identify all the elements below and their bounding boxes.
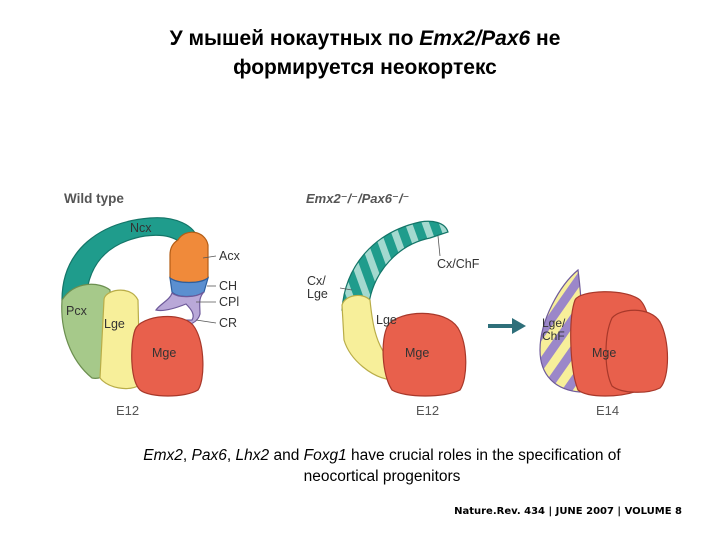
transition-arrow	[488, 318, 526, 334]
title-gene-names: Emx2/Pax6	[419, 27, 531, 50]
label-pcx: Pcx	[66, 304, 88, 318]
label-lge-chf-line2: ChF	[542, 329, 565, 343]
stage-label-ko-e12: E12	[416, 403, 439, 418]
caption: Emx2, Pax6, Lhx2 and Foxg1 have crucial …	[62, 445, 702, 487]
title-text-1: У мышей нокаутных по	[169, 27, 420, 50]
cx-chf-striped-region	[341, 220, 449, 311]
label-mge-e14: Mge	[592, 346, 616, 360]
caption-sep-4: have crucial roles in the specification …	[346, 447, 621, 464]
label-lge-ko: Lge	[376, 313, 397, 327]
caption-gene-3: Lhx2	[235, 447, 270, 464]
knockout-e12-panel: Emx2⁻/⁻/Pax6⁻/⁻ Cx/ChF Cx/ Lge Lge Mge E…	[306, 191, 480, 418]
caption-sep-2: ,	[226, 447, 236, 464]
slide-title: У мышей нокаутных по Emx2/Pax6 не формир…	[100, 24, 630, 82]
wild-type-heading: Wild type	[64, 191, 124, 206]
label-cpl: CPl	[219, 295, 239, 309]
caption-gene-4: Foxg1	[303, 447, 347, 464]
caption-line-2: neocortical progenitors	[303, 468, 461, 485]
knockout-heading: Emx2⁻/⁻/Pax6⁻/⁻	[306, 191, 409, 206]
label-cx-lge-line1: Cx/	[307, 274, 326, 288]
mge-region-ko	[382, 312, 467, 397]
label-cx-chf: Cx/ChF	[437, 257, 480, 271]
label-cr: CR	[219, 316, 237, 330]
label-cx-lge-line2: Lge	[307, 287, 328, 301]
mge-region-wt	[131, 316, 204, 397]
knockout-e14-panel: Lge/ ChF Mge E14	[539, 268, 669, 418]
stage-label-ko-e14: E14	[596, 403, 619, 418]
title-line-2: формируется неокортекс	[233, 56, 497, 79]
label-acx: Acx	[219, 249, 241, 263]
lge-region-ko	[341, 294, 393, 381]
label-ch: CH	[219, 279, 237, 293]
caption-gene-1: Emx2	[143, 447, 183, 464]
citation: Nature.Rev. 434 | JUNE 2007 | VOLUME 8	[454, 506, 682, 517]
label-mge-wt: Mge	[152, 346, 176, 360]
stage-label-wt: E12	[116, 403, 139, 418]
label-ncx: Ncx	[130, 221, 152, 235]
wild-type-panel: Wild type Ncx Acx CH CPl CR Pcx Lge Mge …	[61, 191, 241, 418]
label-lge-chf-line1: Lge/	[542, 316, 566, 330]
mge-region-e14-front	[605, 309, 669, 393]
caption-gene-2: Pax6	[191, 447, 227, 464]
label-lge-wt: Lge	[104, 317, 125, 331]
label-mge-ko: Mge	[405, 346, 429, 360]
caption-sep-3: and	[269, 447, 304, 464]
caption-sep-1: ,	[182, 447, 192, 464]
title-text-2: не	[530, 27, 561, 50]
